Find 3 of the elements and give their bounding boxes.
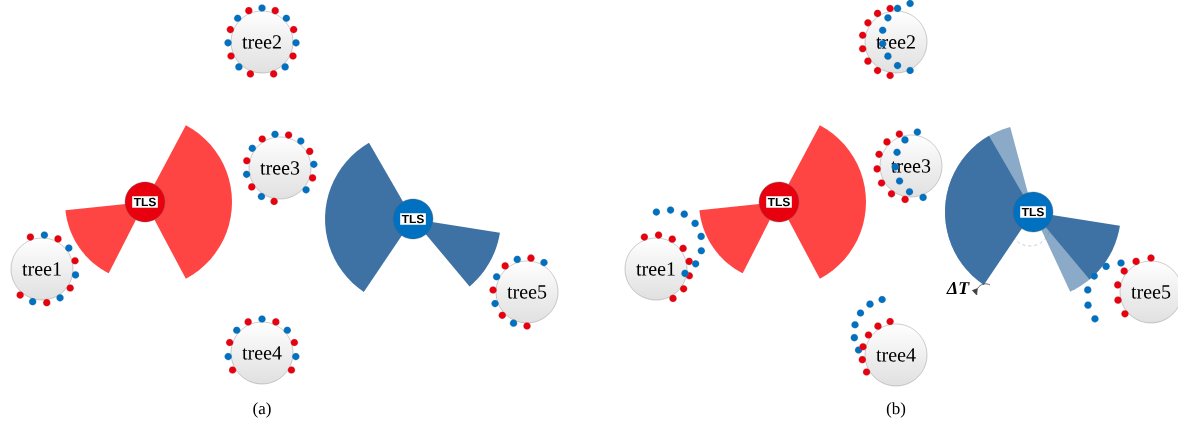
rotation-label: ΔT: [946, 282, 970, 294]
panel-label: (b): [886, 402, 906, 418]
panel-label: (a): [253, 402, 271, 418]
